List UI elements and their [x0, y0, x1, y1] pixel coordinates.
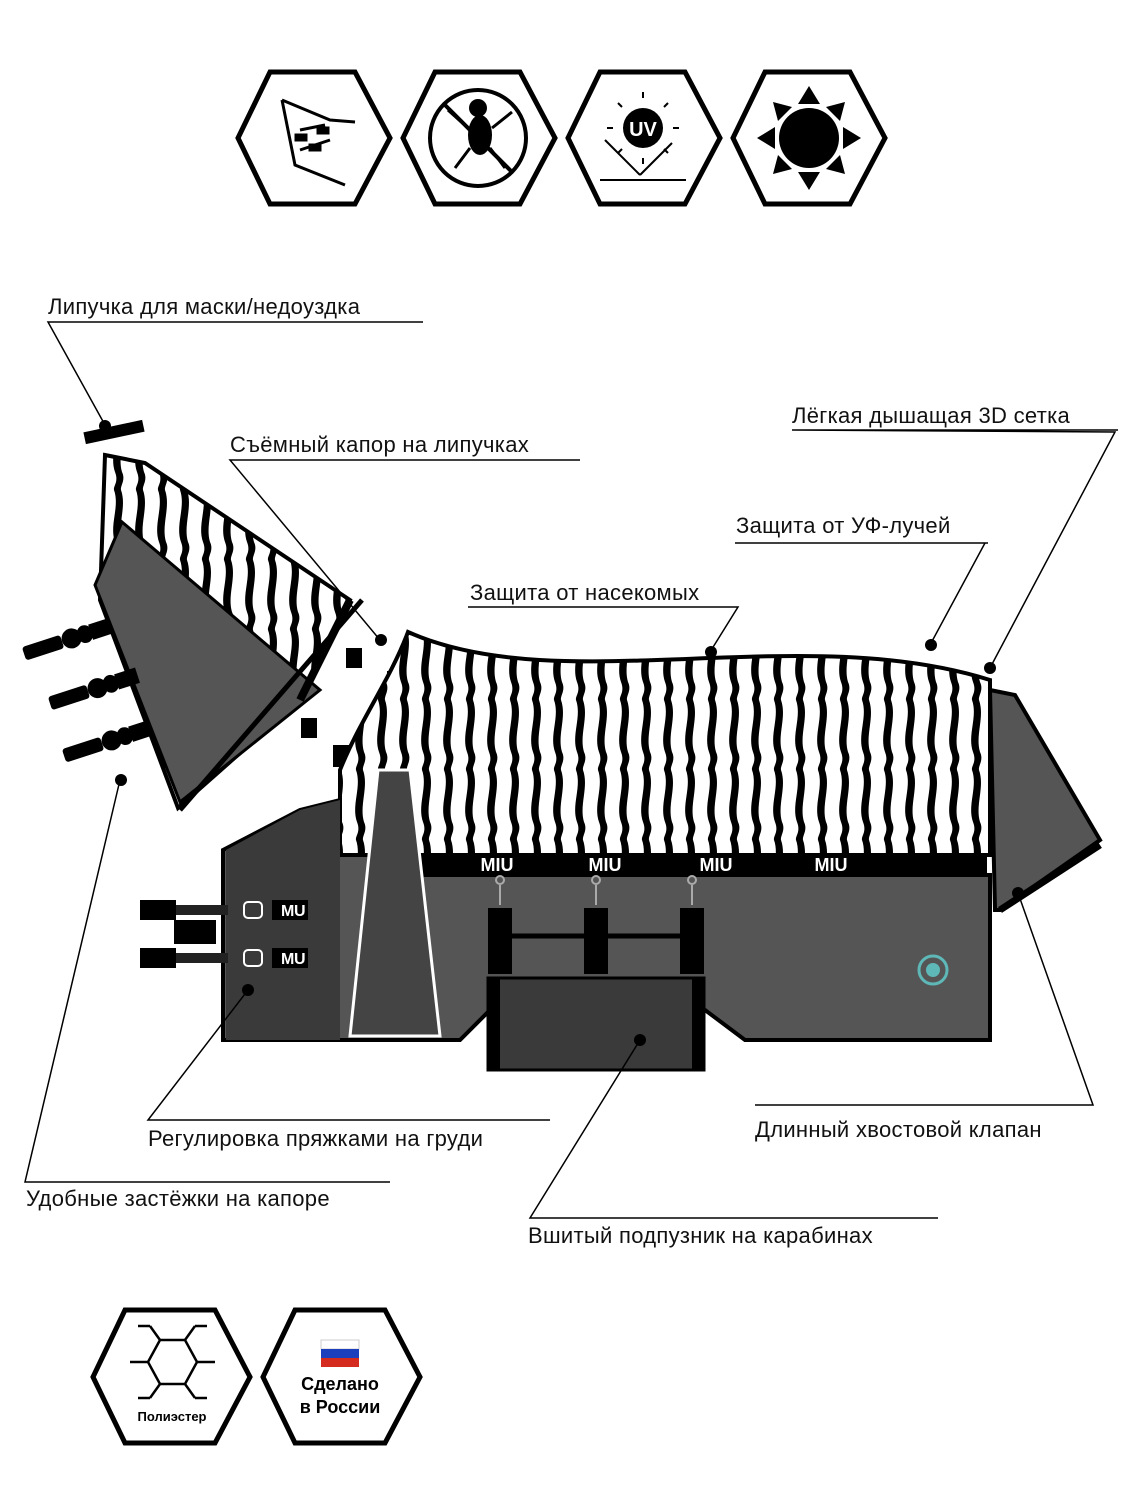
- carabiners: [495, 875, 697, 905]
- hood-badge: [235, 69, 393, 207]
- no-insects-icon: [428, 88, 528, 188]
- sun-icon: [757, 86, 861, 190]
- callout-tail-flap: Длинный хвостовой клапан: [755, 1117, 1042, 1142]
- uv-protection-icon: UV: [600, 92, 686, 181]
- strap-logo: M: [281, 903, 294, 920]
- callout-hood-fasteners: Удобные застёжки на капоре: [26, 1186, 330, 1211]
- callout-belly-guard: Вшитый подпузник на карабинах: [528, 1223, 873, 1248]
- brand-emblem-icon: [917, 954, 949, 986]
- callout-velcro-mask: Липучка для маски/недоуздка: [48, 294, 361, 319]
- polyester-label: Полиэстер: [138, 1409, 207, 1424]
- belly-strap: [584, 908, 608, 974]
- uv-text: UV: [629, 119, 657, 141]
- velcro-tab: [301, 718, 317, 738]
- strap-logo: U: [294, 951, 306, 968]
- no-insects-badge: [400, 69, 558, 207]
- strap-logo: U: [294, 903, 306, 920]
- brand-logo: MIU: [815, 855, 848, 875]
- made-in-label: в России: [300, 1397, 381, 1417]
- rug-body-mesh: [338, 629, 992, 857]
- callout-uv-protection: Защита от УФ-лучей: [736, 513, 951, 538]
- belly-strap: [680, 908, 704, 974]
- brand-logo: MIU: [700, 855, 733, 875]
- uv-badge: UV: [565, 69, 723, 207]
- hood-grey-panel: [93, 519, 323, 805]
- hood-buckles: [22, 618, 155, 762]
- callout-dots: [99, 420, 1024, 1046]
- velcro-tab: [346, 648, 362, 668]
- callout-removable-hood: Съёмный капор на липучках: [230, 432, 530, 457]
- made-in-label: Сделано: [301, 1374, 379, 1394]
- belly-strap: [488, 908, 512, 974]
- strap-logo: M: [281, 951, 294, 968]
- velcro-strip: [83, 419, 145, 445]
- callout-insect-protection: Защита от насекомых: [470, 580, 700, 605]
- brand-logo: MIU: [481, 855, 514, 875]
- sun-badge: [730, 69, 888, 207]
- brand-logo: MIU: [589, 855, 622, 875]
- belly-guard: [486, 976, 706, 1072]
- fly-rug-illustration: M U M U MIU MIU MIU MIU: [22, 419, 1103, 1072]
- polyester-badge: Полиэстер: [90, 1307, 253, 1446]
- made-in-russia-badge: Сделано в России: [260, 1307, 423, 1446]
- hood-icon: [280, 98, 356, 187]
- logo-band: [405, 855, 987, 875]
- chest-buckles: M U M U: [140, 900, 308, 968]
- russia-flag-icon: [320, 1339, 360, 1367]
- callout-chest-buckles: Регулировка пряжками на груди: [148, 1126, 484, 1151]
- polyester-mesh-icon: [130, 1324, 215, 1400]
- callout-mesh-3d: Лёгкая дышащая 3D сетка: [792, 403, 1071, 428]
- chest-gusset: [348, 768, 442, 1038]
- leader-lines: [24, 321, 1118, 1219]
